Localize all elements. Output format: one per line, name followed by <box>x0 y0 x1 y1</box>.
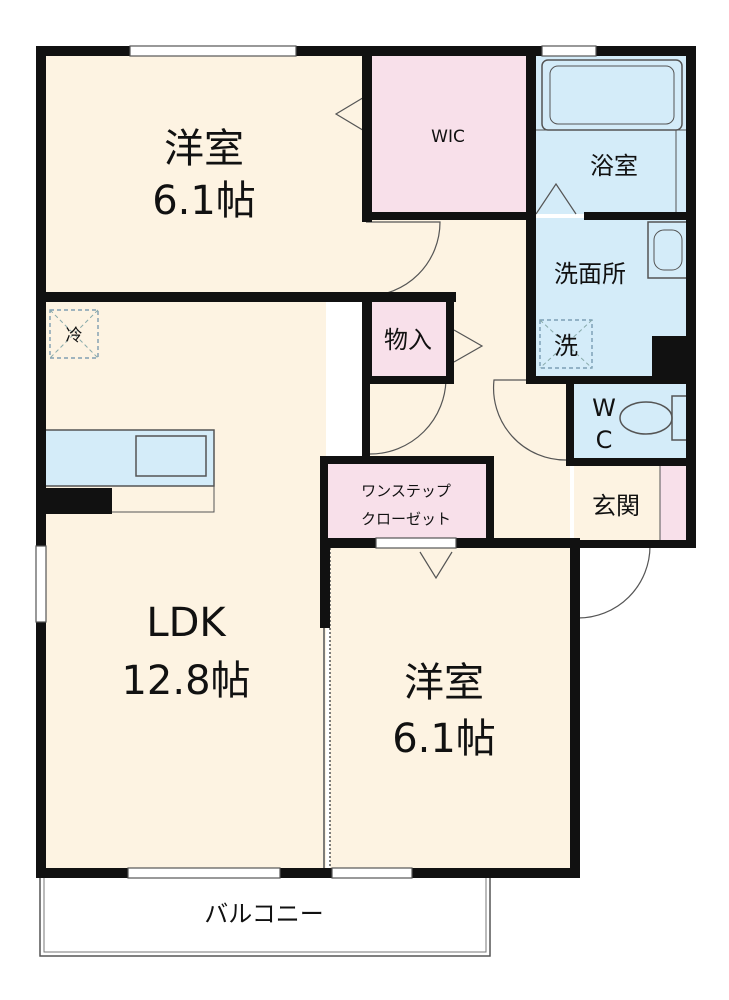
wc-label-w: W <box>592 394 616 422</box>
wall-entrance-bottom <box>570 540 696 548</box>
wall-wc-left <box>566 384 574 466</box>
wall-closet-top <box>320 456 492 464</box>
storage-door-swing <box>369 377 447 455</box>
fridge-label: 冷 <box>66 326 83 346</box>
wall-storage-left <box>362 296 372 384</box>
storage-floor <box>370 300 448 378</box>
wall-washroom-left <box>526 220 536 384</box>
washer-mark <box>539 319 593 369</box>
washroom-wall-block <box>652 336 692 376</box>
window-bed-bottom <box>331 867 413 879</box>
fridge-cross-b <box>49 309 99 359</box>
bedroom-bottom-size: 6.1帖 <box>392 716 496 762</box>
wall-top-mid <box>296 46 542 56</box>
kitchen-wall-block <box>40 488 112 514</box>
ldk-name: LDK <box>146 600 227 646</box>
ldk-floor <box>40 300 326 872</box>
wall-ldk-right-upper <box>362 384 370 458</box>
entrance-door-swing <box>577 545 651 619</box>
bedroom-bottom-name: 洋室 <box>404 660 484 706</box>
fridge-cross-a <box>49 309 99 359</box>
washer-cross-b <box>539 319 593 369</box>
wall-wic-left <box>362 46 372 222</box>
closet-door-mark <box>419 551 453 580</box>
toilet-bowl <box>619 401 673 435</box>
windows <box>35 45 597 879</box>
bedroom-bottom-floor <box>330 544 574 872</box>
walls <box>36 46 696 878</box>
storage-label: 物入 <box>384 326 432 354</box>
wic-floor <box>370 52 530 214</box>
wall-bath-bottom <box>584 212 696 220</box>
wall-bottom-ldk-a <box>36 868 128 878</box>
window-bedroom-top <box>129 45 297 57</box>
wall-top-left <box>36 46 130 56</box>
wall-closet-left <box>320 456 328 544</box>
wall-storage-bottom <box>362 376 454 384</box>
bedroom-top-floor <box>40 52 366 296</box>
washer-label: 洗 <box>554 332 578 360</box>
storage-door-mark <box>453 329 484 363</box>
ldk-size: 12.8帖 <box>121 658 250 704</box>
washroom-door-swing <box>492 379 567 461</box>
washroom-label: 洗面所 <box>554 260 626 288</box>
bath-label: 浴室 <box>590 152 638 180</box>
wall-top-right <box>596 46 696 56</box>
wall-bottom-bed <box>412 868 578 878</box>
wall-wic-bottom <box>362 212 534 220</box>
closet-floor <box>326 462 486 540</box>
wic-label: WIC <box>431 127 465 147</box>
wc-label-c: C <box>596 426 613 454</box>
window-ldk-bottom <box>127 867 281 879</box>
balcony-label: バルコニー <box>204 900 324 928</box>
closet-label-2: クローゼット <box>361 510 451 528</box>
wall-closet-right <box>486 456 494 544</box>
wall-bedroom-top-bottom <box>36 292 456 302</box>
wall-bedroom-bottom-top <box>320 538 376 548</box>
wall-left-bottom <box>36 622 46 876</box>
wall-storage-right <box>446 296 454 384</box>
window-bath <box>541 45 597 57</box>
wall-right <box>686 46 696 546</box>
wic-door-mark <box>334 95 367 133</box>
bath-door-mark <box>535 182 577 215</box>
wall-ldk-partition <box>320 538 330 628</box>
window-ldk-side <box>35 545 47 623</box>
wall-wic-right <box>526 46 536 220</box>
wash-basin-bowl <box>653 229 683 271</box>
wall-wc-bottom <box>566 458 696 466</box>
bedroom-top-name: 洋室 <box>164 126 244 172</box>
wall-washroom-bottom <box>526 376 696 384</box>
closet-label-1: ワンステップ <box>361 482 451 500</box>
window-closet <box>375 537 457 549</box>
wall-bottom-ldk-b <box>280 868 332 878</box>
bathtub <box>541 59 683 131</box>
entrance-label: 玄関 <box>592 492 640 520</box>
fridge-mark <box>49 309 99 359</box>
bedroom-top-size: 6.1帖 <box>152 178 256 224</box>
wall-bed-right <box>570 540 580 878</box>
bathtub-inner <box>549 65 675 125</box>
wall-bedroom-bottom-top-r <box>456 538 580 548</box>
kitchen-sink <box>135 435 207 477</box>
